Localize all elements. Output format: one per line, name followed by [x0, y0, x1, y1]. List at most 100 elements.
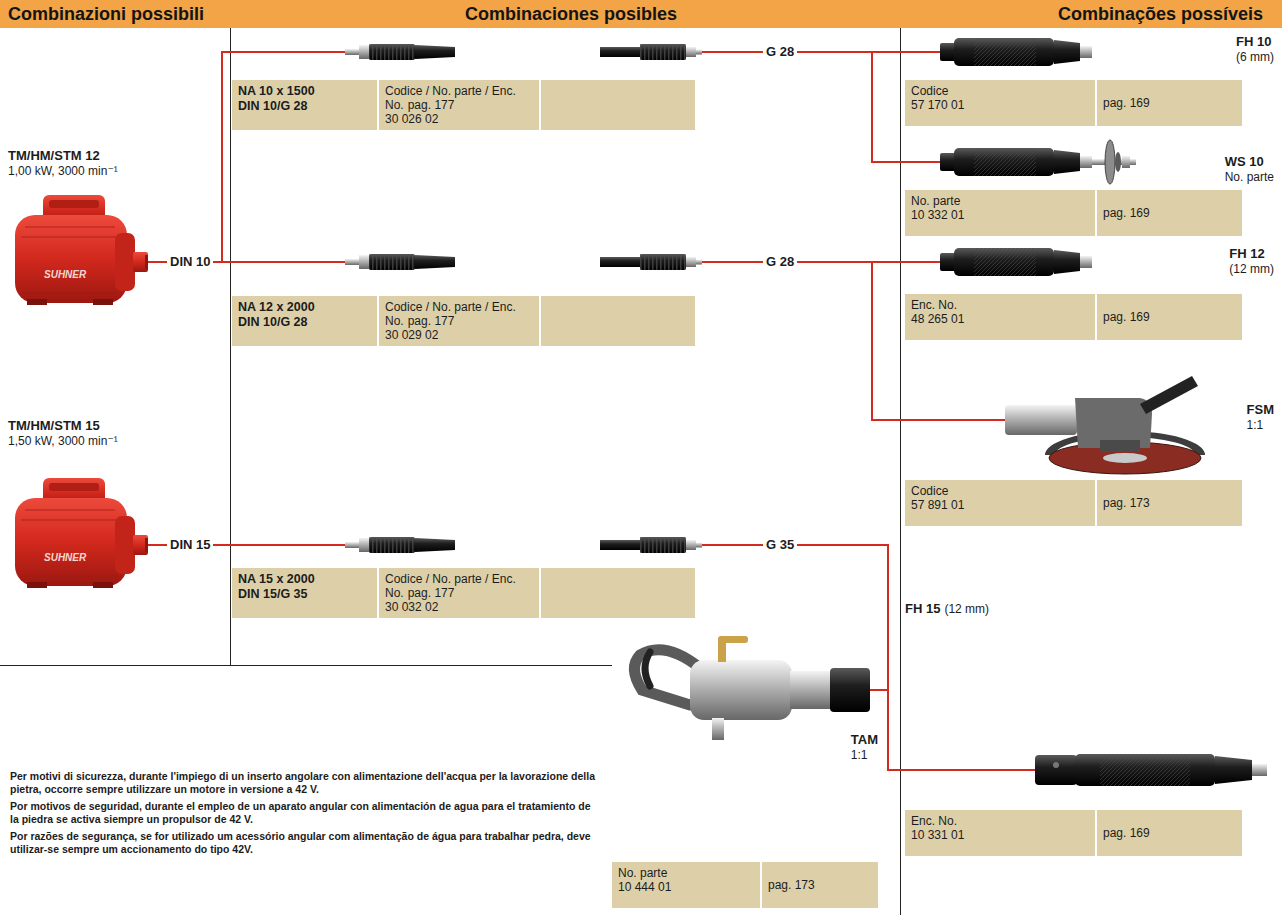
table-rules — [0, 28, 901, 915]
layout-lines — [148, 52, 1035, 770]
part-number: 10 331 01 — [911, 828, 1089, 842]
product-size: (12 mm) — [1229, 262, 1274, 277]
code-cell: Codice / No. parte / Enc. No.pag. 17730 … — [379, 296, 539, 346]
shaft-pictures — [345, 44, 702, 553]
picture-space: TAM1:1 — [612, 630, 880, 862]
code-cell: NA 15 x 2000DIN 15/G 35 — [232, 568, 377, 618]
part-number: 57 891 01 — [911, 498, 1089, 512]
code-cell: pag. 169 — [1097, 80, 1242, 126]
safety-note: Por razões de segurança, se for utilizad… — [10, 830, 595, 856]
motor-pictures — [15, 195, 148, 588]
motor-box: TM/HM/STM 121,00 kW, 3000 min⁻¹ — [8, 148, 158, 315]
angle-head-box: TAM1:1No. parte10 444 01 pag. 173 — [612, 630, 880, 908]
code-heading: Enc. No. — [911, 814, 1089, 828]
product-size: 1:1 — [851, 748, 878, 763]
product-size: No. parte — [1225, 170, 1274, 185]
connector — [712, 262, 905, 420]
motor-box: TM/HM/STM 151,50 kW, 3000 min⁻¹ — [8, 418, 158, 590]
product-size: (12 mm) — [944, 602, 989, 616]
code-cell: pag. 173 — [1097, 480, 1242, 526]
product-name: TAM — [851, 732, 878, 748]
safety-note: Por motivos de seguridad, durante el emp… — [10, 800, 595, 826]
code-heading: No. parte — [911, 194, 1089, 208]
code-heading: Codice — [911, 84, 1089, 98]
handpiece-15-picture — [1035, 754, 1267, 786]
picture-space: FSM1:1 — [905, 350, 1278, 480]
shaft-box: NA 12 x 2000DIN 10/G 28Codice / No. part… — [232, 240, 712, 346]
code-row: Enc. No.10 331 01 pag. 169 — [905, 810, 1278, 856]
part-number: 57 170 01 — [911, 98, 1089, 112]
column-title: Combinazioni possibili — [8, 3, 204, 25]
code-row: Enc. No.48 265 01 pag. 169 — [905, 294, 1278, 340]
handpiece-box: FH 12(12 mm) Enc. No.48 265 01 pag. 169 — [905, 242, 1278, 340]
code-row: No. parte10 444 01 pag. 173 — [612, 862, 880, 908]
code-row: NA 10 x 1500DIN 10/G 28Codice / No. part… — [232, 80, 712, 130]
code-row: Codice57 170 01pag. 169 — [905, 80, 1278, 126]
product-tag: WS 10No. parte — [1225, 154, 1274, 185]
code-cell: pag. 173 — [762, 862, 878, 908]
brand-mark: SUHNER — [44, 269, 86, 281]
page-ref: pag. 169 — [1103, 206, 1150, 220]
code-cell: pag. 169 — [1097, 294, 1242, 340]
shaft-box: NA 15 x 2000DIN 15/G 35Codice / No. part… — [232, 522, 712, 618]
part-number: 30 026 02 — [385, 112, 533, 126]
code-cell: NA 12 x 2000DIN 10/G 28 — [232, 296, 377, 346]
picture-space — [232, 32, 712, 80]
product-size: (6 mm) — [1236, 50, 1274, 65]
code-cell — [541, 80, 695, 130]
page-ref: pag. 177 — [408, 314, 455, 328]
handpiece-box: FH 15 (12 mm) Enc. No.10 331 01 pag. 169 — [905, 585, 1278, 856]
part-number: 30 032 02 — [385, 600, 533, 614]
code-heading: Enc. No. — [911, 298, 1089, 312]
product-tag: TAM1:1 — [851, 732, 878, 763]
code-cell: No. parte10 444 01 — [612, 862, 760, 908]
code-row: No. parte10 332 01 pag. 169 — [905, 190, 1278, 236]
part-number: 30 029 02 — [385, 328, 533, 342]
column-title: Combinações possíveis — [1058, 3, 1263, 25]
part-number: 10 332 01 — [911, 208, 1089, 222]
page-ref: pag. 169 — [1103, 310, 1150, 324]
code-cell: Codice57 170 01 — [905, 80, 1095, 126]
angle-head-picture — [634, 636, 870, 740]
handpiece-box: FH 10(6 mm)Codice57 170 01pag. 169 — [905, 30, 1278, 126]
handpiece-pictures — [940, 38, 1136, 276]
connector — [158, 52, 232, 262]
connector — [712, 545, 888, 690]
part-number: 48 265 01 — [911, 312, 1089, 326]
grinder-box: FSM1:1Codice57 891 01pag. 173 — [905, 350, 1278, 526]
shaft-name: NA 10 x 1500 — [238, 84, 371, 99]
shaft-type: DIN 10/G 28 — [238, 99, 371, 114]
motor-spec: 1,50 kW, 3000 min⁻¹ — [8, 434, 158, 449]
product-name: FH 15 — [905, 601, 940, 616]
picture-space: WS 10No. parte — [905, 132, 1278, 190]
connector — [712, 545, 905, 770]
product-tag: FH 10(6 mm) — [1236, 34, 1274, 65]
picture-space: FH 12(12 mm) — [905, 242, 1278, 294]
coupling-label: DIN 10 — [167, 254, 213, 270]
safety-note: Per motivi di sicurezza, durante l'impie… — [10, 770, 595, 796]
angle-grinder-picture — [1005, 376, 1205, 474]
product-tag: FH 12(12 mm) — [1229, 246, 1274, 277]
code-cell: pag. 169 — [1097, 810, 1242, 856]
picture-space: FH 10(6 mm) — [905, 30, 1278, 80]
page-ref: pag. 169 — [1103, 826, 1150, 840]
handpiece-box: WS 10No. parteNo. parte10 332 01pag. 169 — [905, 132, 1278, 236]
code-cell: pag. 169 — [1097, 190, 1242, 236]
coupling-label: DIN 15 — [167, 537, 213, 553]
shaft-type: DIN 10/G 28 — [238, 315, 371, 330]
page-ref: pag. 173 — [768, 878, 815, 892]
code-cell: No. parte10 332 01 — [905, 190, 1095, 236]
page-ref: pag. 177 — [408, 98, 455, 112]
code-cell: Codice57 891 01 — [905, 480, 1095, 526]
product-name: WS 10 — [1225, 154, 1274, 170]
motor-name: TM/HM/STM 12 — [8, 148, 158, 164]
code-cell: Codice / No. parte / Enc. No.pag. 17730 … — [379, 568, 539, 618]
product-size: 1:1 — [1247, 418, 1274, 433]
column-title: Combinaciones posibles — [465, 3, 677, 25]
page-ref: pag. 177 — [408, 586, 455, 600]
product-tag: FH 15 (12 mm) — [905, 599, 989, 617]
product-name: FH 10 — [1236, 34, 1274, 50]
code-cell: NA 10 x 1500DIN 10/G 28 — [232, 80, 377, 130]
picture-space — [232, 522, 712, 568]
